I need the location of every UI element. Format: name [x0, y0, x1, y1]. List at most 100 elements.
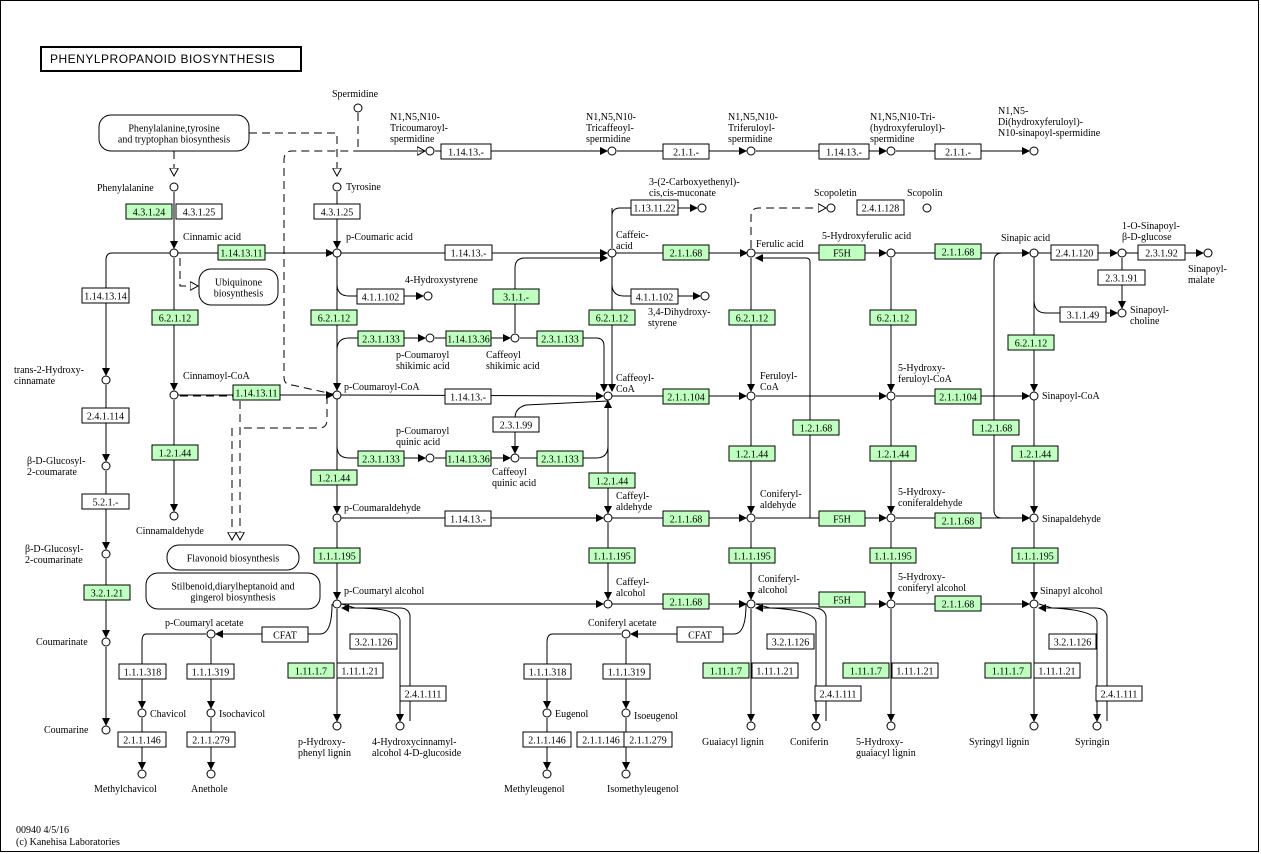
compound-node-icon[interactable] [621, 769, 631, 779]
compound-node-icon[interactable] [101, 549, 111, 559]
enzyme-box[interactable]: 2.1.1.- [934, 143, 982, 160]
compound-phenylalanine[interactable]: Phenylalanine [97, 182, 179, 194]
enzyme-box[interactable]: 1.11.1.21 [336, 662, 384, 679]
enzyme-box[interactable]: 2.1.1.146 [522, 731, 572, 748]
compound-sinapoyl-malate[interactable]: Sinapoyl-malate [1188, 248, 1227, 286]
compound-node-icon[interactable] [922, 203, 932, 213]
compound-tri-hydroxyferuloyl-spermidine[interactable]: N1,N5,N10-Tri-(hydroxyferuloyl)-spermidi… [870, 112, 945, 156]
compound-spermidine[interactable]: Spermidine [332, 89, 379, 113]
enzyme-box[interactable]: 1.1.1.195 [869, 547, 917, 564]
compound-node-icon[interactable] [169, 182, 179, 192]
compound-isochavicol[interactable]: Isochavicol [206, 708, 265, 720]
enzyme-box[interactable]: 3.1.1.49 [1059, 306, 1107, 323]
compound-node-icon[interactable] [169, 511, 179, 521]
compound-node-icon[interactable] [332, 390, 342, 400]
enzyme-box[interactable]: 1.1.1.318 [523, 663, 572, 680]
enzyme-box[interactable]: 1.2.1.44 [869, 445, 917, 462]
enzyme-box[interactable]: 6.2.1.12 [588, 309, 636, 326]
enzyme-box[interactable]: 1.1.1.319 [602, 663, 651, 680]
enzyme-box[interactable]: 1.14.13.36 [445, 450, 492, 467]
compound-trans-2-hydroxycinnamate[interactable]: trans-2-Hydroxy-cinnamate [14, 365, 111, 387]
compound-5-hydroxyferuloyl-coa[interactable]: 5-Hydroxy-feruloyl-CoA [886, 363, 953, 401]
compound-sinapaldehyde[interactable]: Sinapaldehyde [1029, 513, 1101, 525]
compound-5-hydroxy-coniferaldehyde[interactable]: 5-Hydroxy-coniferaldehyde [886, 487, 963, 523]
compound-tyrosine[interactable]: Tyrosine [332, 182, 381, 193]
compound-node-icon[interactable] [206, 629, 216, 639]
enzyme-box[interactable]: 3.2.1.126 [349, 633, 398, 650]
enzyme-box[interactable]: 1.1.1.318 [118, 663, 167, 680]
enzyme-box[interactable]: 5.2.1.- [81, 493, 130, 510]
enzyme-box[interactable]: 2.3.1.133 [357, 450, 405, 467]
enzyme-box[interactable]: 4.3.1.24 [125, 203, 173, 220]
compound-cinnamoyl-coa[interactable]: Cinnamoyl-CoA [169, 371, 250, 400]
compound-node-icon[interactable] [206, 769, 216, 779]
compound-node-icon[interactable] [746, 721, 756, 731]
enzyme-box[interactable]: 1.11.1.7 [287, 662, 335, 679]
compound-anethole[interactable]: Anethole [191, 769, 228, 795]
compound-node-icon[interactable] [542, 708, 552, 718]
compound-p-coumaroyl-coa[interactable]: p-Coumaroyl-CoA [332, 382, 420, 400]
compound-methyleugenol[interactable]: Methyleugenol [504, 769, 565, 795]
compound-sinapoyl-coa[interactable]: Sinapoyl-CoA [1029, 391, 1101, 402]
enzyme-box[interactable]: 1.2.1.44 [728, 445, 776, 462]
compound-node-icon[interactable] [886, 146, 896, 156]
compound-eugenol[interactable]: Eugenol [542, 708, 589, 720]
enzyme-box[interactable]: 2.1.1.68 [934, 595, 982, 612]
enzyme-box[interactable]: 6.2.1.12 [1007, 334, 1055, 351]
enzyme-box[interactable]: F5H [818, 510, 866, 527]
enzyme-box[interactable]: 2.3.1.92 [1137, 244, 1186, 261]
compound-node-icon[interactable] [886, 248, 896, 258]
compound-node-icon[interactable] [621, 629, 631, 639]
compound-node-icon[interactable] [1117, 248, 1127, 258]
compound-coniferin[interactable]: Coniferin [790, 721, 828, 748]
enzyme-box[interactable]: CFAT [261, 626, 309, 643]
compound-glucosyl-coumarinate[interactable]: β-D-Glucosyl-2-coumarinate [25, 544, 111, 566]
enzyme-box[interactable]: 1.14.13.- [444, 388, 492, 405]
enzyme-box[interactable]: 2.1.1.146 [117, 731, 167, 748]
compound-node-icon[interactable] [425, 453, 435, 463]
enzyme-box[interactable]: 2.1.1.68 [934, 243, 982, 260]
compound-syringin[interactable]: Syringin [1075, 721, 1109, 748]
enzyme-box[interactable]: 1.1.1.195 [728, 547, 776, 564]
compound-node-icon[interactable] [332, 721, 342, 731]
compound-node-icon[interactable] [101, 725, 111, 735]
enzyme-box[interactable]: 2.3.1.99 [492, 416, 540, 433]
enzyme-box[interactable]: 2.3.1.91 [1097, 269, 1146, 286]
compound-node-icon[interactable] [101, 375, 111, 385]
compound-node-icon[interactable] [1029, 513, 1039, 523]
compound-tricoumaroyl-spermidine[interactable]: N1,N5,N10-Tricoumaroyl-spermidine [390, 112, 448, 156]
enzyme-box[interactable]: 1.2.1.68 [972, 419, 1020, 436]
compound-feruloyl-coa[interactable]: Feruloyl-CoA [746, 371, 797, 401]
compound-sinapoyl-choline[interactable]: Sinapoyl-choline [1117, 305, 1169, 327]
compound-node-icon[interactable] [137, 708, 147, 718]
compound-node-icon[interactable] [395, 721, 405, 731]
compound-node-icon[interactable] [603, 513, 613, 523]
enzyme-box[interactable]: 1.14.13.11 [217, 244, 266, 261]
enzyme-box[interactable]: 1.11.1.21 [1033, 662, 1081, 679]
enzyme-box[interactable]: 1.2.1.44 [588, 472, 636, 489]
compound-node-icon[interactable] [332, 248, 342, 258]
enzyme-box[interactable]: 2.1.1.68 [934, 512, 982, 529]
compound-node-icon[interactable] [1092, 721, 1102, 731]
compound-isomethyleugenol[interactable]: Isomethyleugenol [607, 769, 679, 795]
enzyme-box[interactable]: 1.1.1.195 [313, 547, 361, 564]
compound-p-coumaraldehyde[interactable]: p-Coumaraldehyde [332, 503, 421, 523]
compound-node-icon[interactable] [607, 248, 617, 258]
enzyme-box[interactable]: 3.2.1.21 [83, 584, 131, 601]
compound-node-icon[interactable] [332, 513, 342, 523]
compound-cinnamaldehyde[interactable]: Cinnamaldehyde [136, 511, 204, 537]
enzyme-box[interactable]: 2.3.1.133 [357, 330, 405, 347]
enzyme-box[interactable]: 1.14.13.14 [81, 287, 130, 304]
compound-coniferyl-alcohol[interactable]: Coniferyl-alcohol [746, 574, 800, 609]
compound-caffeic-acid[interactable]: Caffeic-acid [607, 230, 649, 258]
compound-node-icon[interactable] [332, 182, 342, 192]
enzyme-box[interactable]: 1.14.13.- [444, 510, 492, 527]
enzyme-box[interactable]: 4.3.1.25 [175, 203, 223, 220]
compound-p-hydroxyphenyl-lignin[interactable]: p-Hydroxy-phenyl lignin [298, 721, 351, 759]
enzyme-box[interactable]: 2.1.1.104 [662, 388, 710, 405]
compound-sinapoyl-glucose[interactable]: 1-O-Sinapoyl-β-D-glucose [1117, 221, 1180, 258]
enzyme-box[interactable]: 1.11.1.7 [984, 662, 1032, 679]
